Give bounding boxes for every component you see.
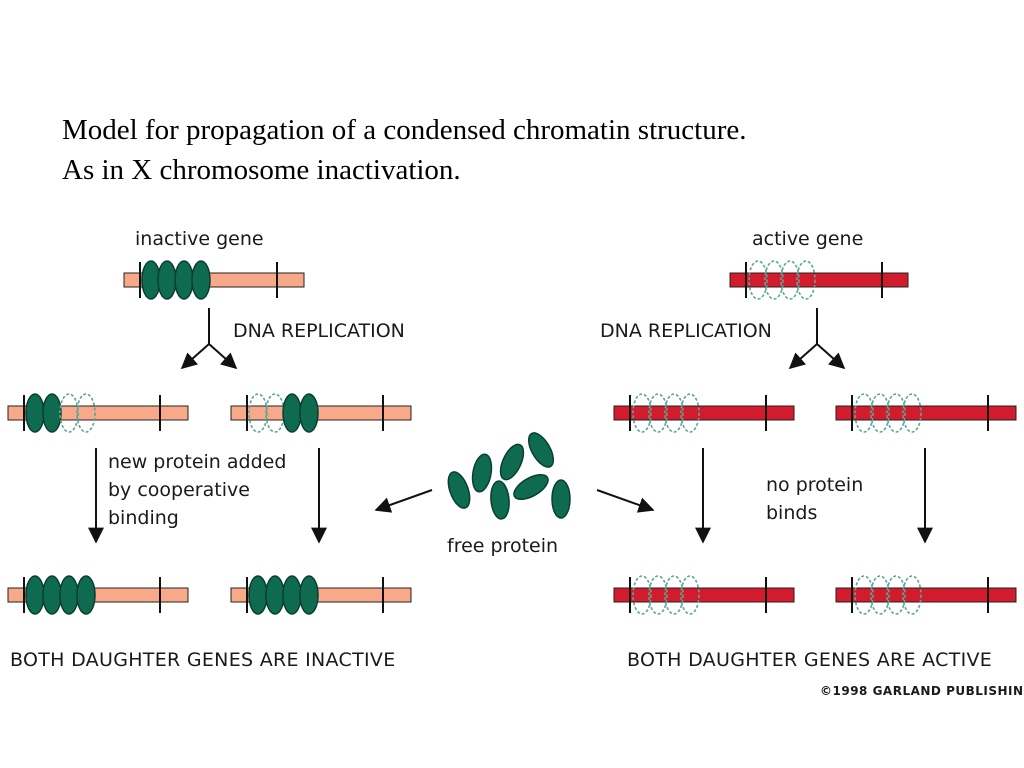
inactive-final-2 xyxy=(230,575,412,615)
cooperative-note-line-2: by cooperative xyxy=(108,479,250,501)
no-protein-note-line-2: binds xyxy=(766,502,817,524)
cooperative-note-line-3: binding xyxy=(108,507,179,529)
active-daughter-2 xyxy=(835,393,1017,433)
replication-label-left: DNA REPLICATION xyxy=(233,320,405,342)
inactive-gene-label: inactive gene xyxy=(135,228,264,250)
left-down-arrows xyxy=(88,448,327,544)
title-line-2: As in X chromosome inactivation. xyxy=(62,154,461,186)
active-final-1 xyxy=(613,575,795,615)
title-line-1: Model for propagation of a condensed chr… xyxy=(62,114,747,146)
active-parent-gene xyxy=(729,260,909,300)
active-daughter-1 xyxy=(613,393,795,433)
inactive-final-1 xyxy=(7,575,189,615)
right-down-arrows xyxy=(695,448,933,544)
free-protein-arrows xyxy=(374,489,655,513)
inactive-daughter-1 xyxy=(7,393,189,433)
bound-proteins xyxy=(141,260,211,300)
replication-fork-left xyxy=(180,308,238,370)
slide-title: Model for propagation of a condensed chr… xyxy=(62,110,747,190)
inactive-result-caption: BOTH DAUGHTER GENES ARE INACTIVE xyxy=(10,649,396,671)
inactive-daughter-2 xyxy=(230,393,412,433)
replication-fork-right xyxy=(788,308,846,370)
inactive-parent-gene xyxy=(123,260,305,300)
cooperative-note-line-1: new protein added xyxy=(108,451,286,473)
replication-label-right: DNA REPLICATION xyxy=(600,320,772,342)
active-result-caption: BOTH DAUGHTER GENES ARE ACTIVE xyxy=(627,649,992,671)
no-protein-note-line-1: no protein xyxy=(766,474,863,496)
copyright-notice: ©1998 GARLAND PUBLISHING xyxy=(820,684,1024,698)
free-protein-label: free protein xyxy=(447,535,558,557)
free-protein-cluster xyxy=(447,432,571,520)
active-final-2 xyxy=(835,575,1017,615)
active-gene-label: active gene xyxy=(752,228,863,250)
